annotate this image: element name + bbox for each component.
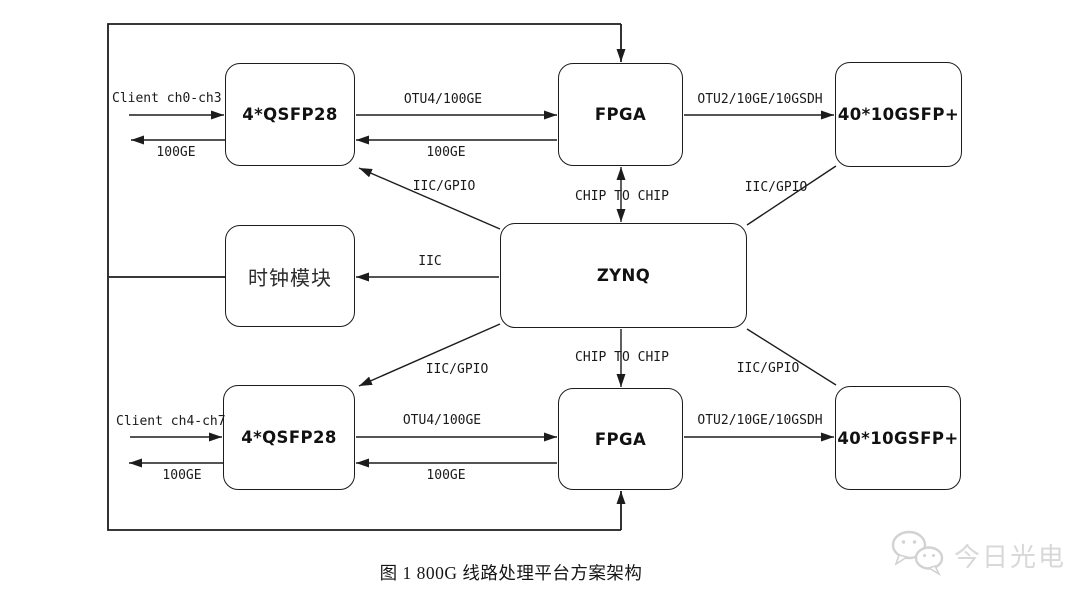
edge-label-otu2-top: OTU2/10GE/10GSDH xyxy=(697,92,823,107)
edge-label-iic-gpio-bottom-left: IIC/GPIO xyxy=(425,362,489,377)
box-clock-module-label: 时钟模块 xyxy=(248,265,332,290)
box-zynq-label: ZYNQ xyxy=(596,266,651,285)
box-fpga-bottom-label: FPGA xyxy=(594,429,647,449)
watermark-text: 今日光电 xyxy=(954,543,1067,573)
iic-gpio-top-right-line xyxy=(746,165,837,226)
box-fpga-top-label: FPGA xyxy=(594,105,647,124)
box-sfp-bottom: 40*10GSFP+ xyxy=(835,386,961,490)
edge-label-iic-gpio-bottom-right: IIC/GPIO xyxy=(736,361,800,376)
iic-gpio-bottom-right-line xyxy=(746,328,837,386)
edge-label-chip-to-chip-top: CHIP TO CHIP xyxy=(575,189,669,204)
box-clock-module: 时钟模块 xyxy=(225,225,355,327)
box-qsfp28-top: 4*QSFP28 xyxy=(225,63,355,166)
watermark: 今日光电 xyxy=(890,529,1066,582)
box-sfp-top-label: 40*10GSFP+ xyxy=(837,105,960,124)
box-sfp-top: 40*10GSFP+ xyxy=(835,62,962,167)
edge-label-client-in-bottom: Client ch4-ch7 xyxy=(116,414,226,429)
edge-label-iic-gpio-top-left: IIC/GPIO xyxy=(412,179,476,194)
edge-label-chip-to-chip-bottom: CHIP TO CHIP xyxy=(575,350,669,365)
box-zynq: ZYNQ xyxy=(500,223,747,328)
box-qsfp28-bottom: 4*QSFP28 xyxy=(223,385,355,490)
box-qsfp28-top-label: 4*QSFP28 xyxy=(242,105,338,124)
wechat-icon xyxy=(890,529,946,582)
iic-gpio-bottom-left-arrow xyxy=(358,323,501,387)
iic-gpio-top-left-arrow xyxy=(358,167,501,230)
edge-label-otu4-bottom: OTU4/100GE xyxy=(402,413,482,428)
box-fpga-bottom: FPGA xyxy=(558,388,683,490)
edge-label-otu4-top: OTU4/100GE xyxy=(403,92,483,107)
edge-label-client-out-bottom: 100GE xyxy=(162,468,202,483)
box-fpga-top: FPGA xyxy=(558,63,683,166)
edge-label-ge-return-bottom: 100GE xyxy=(426,468,466,483)
edge-label-client-out-top: 100GE xyxy=(156,145,196,160)
edge-label-client-in-top: Client ch0-ch3 xyxy=(112,91,222,106)
edge-label-ge-return-top: 100GE xyxy=(426,145,466,160)
edge-label-iic-gpio-top-right: IIC/GPIO xyxy=(744,180,808,195)
box-sfp-bottom-label: 40*10GSFP+ xyxy=(837,428,959,448)
edge-label-iic: IIC xyxy=(418,254,442,269)
box-qsfp28-bottom-label: 4*QSFP28 xyxy=(241,428,337,447)
edge-label-otu2-bottom: OTU2/10GE/10GSDH xyxy=(697,413,823,428)
figure-caption: 图 1 800G 线路处理平台方案架构 xyxy=(379,563,643,583)
clock-loop-rail-line xyxy=(107,23,621,531)
